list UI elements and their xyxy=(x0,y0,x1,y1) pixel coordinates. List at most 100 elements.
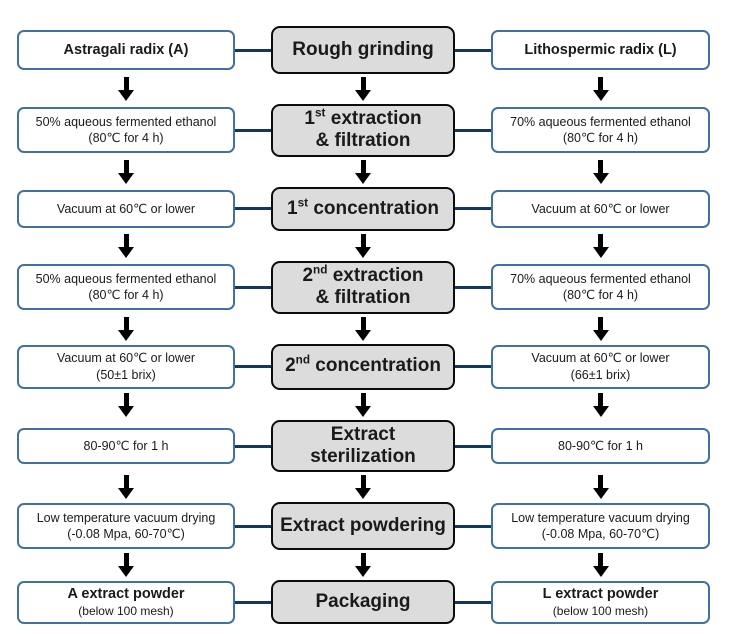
down-arrow-icon xyxy=(355,553,371,578)
box-label-line2: & filtration xyxy=(315,130,411,152)
arrow-cell xyxy=(17,314,235,344)
arrow-cell xyxy=(491,231,710,261)
connector xyxy=(455,26,491,74)
spacer xyxy=(455,231,491,261)
box-sublabel: (below 100 mesh) xyxy=(78,604,174,619)
box-left-ethanol-1: 50% aqueous fermented ethanol (80℃ for 4… xyxy=(17,107,235,154)
connector xyxy=(455,104,491,157)
box-label: Astragali radix (A) xyxy=(63,41,189,58)
connector xyxy=(235,261,271,314)
box-label: Packaging xyxy=(315,591,411,613)
connector-line xyxy=(235,524,271,528)
connector-line xyxy=(455,285,491,289)
box-label: 2nd concentration xyxy=(285,354,441,377)
box-label: Vacuum at 60℃ or lower xyxy=(531,351,670,366)
box-extract-powdering: Extract powdering xyxy=(271,502,455,551)
box-second-extraction: 2nd extraction & filtration xyxy=(271,260,455,314)
spacer xyxy=(455,74,491,104)
spacer xyxy=(455,157,491,187)
connector-line xyxy=(455,48,491,52)
box-label: 2nd extraction xyxy=(302,263,424,286)
connector-line xyxy=(235,48,271,52)
box-label: 70% aqueous fermented ethanol xyxy=(510,115,691,130)
box-packaging: Packaging xyxy=(271,580,455,625)
box-second-concentration: 2nd concentration xyxy=(271,343,455,390)
arrow-cell xyxy=(271,157,455,187)
arrow-cell xyxy=(491,74,710,104)
connector-line xyxy=(235,365,271,369)
box-right-ethanol-2: 70% aqueous fermented ethanol (80℃ for 4… xyxy=(491,264,710,311)
connector-line xyxy=(455,128,491,132)
box-label: A extract powder xyxy=(67,586,185,603)
down-arrow-icon xyxy=(118,77,134,101)
connector-line xyxy=(235,444,271,448)
box-label: Vacuum at 60℃ or lower xyxy=(56,201,196,216)
spacer xyxy=(455,550,491,580)
connector xyxy=(235,104,271,157)
spacer xyxy=(235,550,271,580)
spacer xyxy=(235,74,271,104)
down-arrow-icon xyxy=(592,233,609,258)
down-arrow-icon xyxy=(355,475,371,500)
connector-line xyxy=(455,207,491,211)
box-label: Lithospermic radix (L) xyxy=(524,41,677,58)
arrow-cell xyxy=(271,74,455,104)
connector xyxy=(235,420,271,473)
box-label: 50% aqueous fermented ethanol xyxy=(35,115,217,130)
connector xyxy=(235,580,271,624)
box-astragali-radix: Astragali radix (A) xyxy=(17,30,235,70)
box-label: Low temperature vacuum drying xyxy=(511,511,690,526)
box-label: Rough grinding xyxy=(292,38,434,60)
box-right-vacuum-2: Vacuum at 60℃ or lower (66±1 brix) xyxy=(491,344,710,389)
down-arrow-icon xyxy=(118,392,134,417)
arrow-cell xyxy=(271,314,455,344)
box-sublabel: (-0.08 Mpa, 60-70℃) xyxy=(67,527,185,542)
arrow-cell xyxy=(271,550,455,580)
box-right-vacuum-1: Vacuum at 60℃ or lower xyxy=(491,189,710,228)
down-arrow-icon xyxy=(118,475,134,500)
box-extract-sterilization: Extract sterilization xyxy=(271,419,455,473)
connector-line xyxy=(235,285,271,289)
spacer xyxy=(455,314,491,344)
connector-line xyxy=(455,524,491,528)
spacer xyxy=(235,231,271,261)
down-arrow-icon xyxy=(355,233,371,258)
down-arrow-icon xyxy=(355,392,371,417)
down-arrow-icon xyxy=(118,233,134,258)
arrow-cell xyxy=(271,472,455,502)
box-label: Extract sterilization xyxy=(310,423,416,468)
down-arrow-icon xyxy=(118,553,134,578)
arrow-cell xyxy=(271,231,455,261)
box-left-vacuum-1: Vacuum at 60℃ or lower xyxy=(17,189,235,228)
box-sublabel: (80℃ for 4 h) xyxy=(88,288,164,303)
connector xyxy=(455,420,491,473)
box-label: 1st concentration xyxy=(287,196,439,219)
arrow-cell xyxy=(17,157,235,187)
down-arrow-icon xyxy=(592,392,609,417)
down-arrow-icon xyxy=(118,316,134,341)
box-left-vacuum-2: Vacuum at 60℃ or lower (50±1 brix) xyxy=(17,344,235,389)
box-left-sterilization-temp: 80-90℃ for 1 h xyxy=(17,428,235,465)
down-arrow-icon xyxy=(592,77,609,101)
box-sublabel: (66±1 brix) xyxy=(570,367,631,382)
connector-line xyxy=(455,600,491,604)
connector xyxy=(455,187,491,231)
connector xyxy=(235,502,271,550)
arrow-cell xyxy=(491,390,710,420)
box-label: 80-90℃ for 1 h xyxy=(83,438,169,453)
box-label: Vacuum at 60℃ or lower xyxy=(531,201,670,216)
arrow-cell xyxy=(17,550,235,580)
connector xyxy=(455,344,491,390)
box-label: Extract powdering xyxy=(280,515,446,537)
down-arrow-icon xyxy=(592,553,609,578)
box-sublabel: (80℃ for 4 h) xyxy=(562,288,639,303)
spacer xyxy=(235,157,271,187)
box-label: L extract powder xyxy=(542,586,659,603)
box-label: 50% aqueous fermented ethanol xyxy=(35,271,217,286)
box-first-concentration: 1st concentration xyxy=(271,186,455,231)
connector xyxy=(455,502,491,550)
box-right-sterilization-temp: 80-90℃ for 1 h xyxy=(491,428,710,465)
box-right-ethanol-1: 70% aqueous fermented ethanol (80℃ for 4… xyxy=(491,107,710,154)
down-arrow-icon xyxy=(592,475,609,500)
